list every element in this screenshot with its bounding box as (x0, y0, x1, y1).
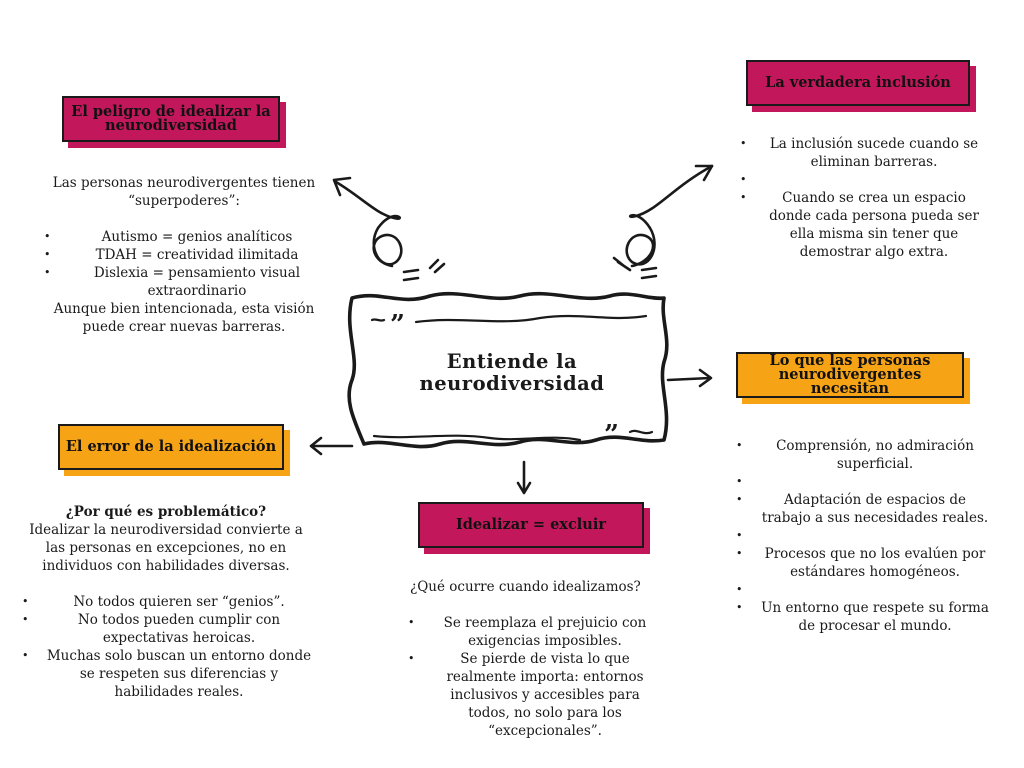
quote-open-icon: ” (390, 310, 405, 340)
list-item: Procesos que no los evalúen por estándar… (732, 545, 992, 581)
list-item: Adaptación de espacios de trabajo a sus … (732, 491, 992, 527)
inclusion-title: La verdadera inclusión (765, 76, 951, 90)
error-title-box: El error de la idealización (58, 424, 284, 470)
error-title: El error de la idealización (66, 440, 276, 454)
error-text: ¿Por qué es problemático? Idealizar la n… (18, 503, 314, 701)
excluir-title-box: Idealizar = excluir (418, 502, 644, 548)
arrow-to-necesitan (668, 378, 710, 380)
necesitan-title: Lo que las personas neurodivergentes nec… (744, 354, 956, 396)
necesitan-list: Comprensión, no admiración superficial. … (732, 437, 992, 635)
list-item: Muchas solo buscan un entorno donde se r… (18, 647, 314, 701)
inclusion-text: La inclusión sucede cuando se eliminan b… (736, 135, 986, 261)
center-title-line-2: neurodiversidad (392, 373, 632, 395)
necesitan-text: Comprensión, no admiración superficial. … (732, 437, 992, 635)
peligro-title: El peligro de idealizar la neurodiversid… (68, 105, 274, 133)
error-list: No todos quieren ser “genios”. No todos … (18, 593, 314, 701)
list-item: Cuando se crea un espacio donde cada per… (736, 189, 986, 261)
excluir-text: ¿Qué ocurre cuando idealizamos? Se reemp… (404, 578, 660, 740)
list-item: Se pierde de vista lo que realmente impo… (404, 650, 660, 740)
inclusion-list: La inclusión sucede cuando se eliminan b… (736, 135, 986, 261)
necesitan-title-box: Lo que las personas neurodivergentes nec… (736, 352, 964, 398)
quote-close-icon: ” (604, 420, 619, 450)
list-item: No todos quieren ser “genios”. (18, 593, 314, 611)
excluir-title: Idealizar = excluir (456, 518, 606, 532)
list-item: Dislexia = pensamiento visual extraordin… (40, 264, 328, 300)
arrow-to-peligro (336, 182, 401, 266)
excluir-question: ¿Qué ocurre cuando idealizamos? (404, 578, 660, 596)
peligro-title-box: El peligro de idealizar la neurodiversid… (62, 96, 280, 142)
peligro-list: Autismo = genios analíticos TDAH = creat… (40, 228, 328, 300)
peligro-text: Las personas neurodivergentes tienen “su… (40, 174, 328, 336)
inclusion-title-box: La verdadera inclusión (746, 60, 970, 106)
arrow-to-inclusion (627, 166, 712, 266)
center-title-line-1: Entiende la (392, 351, 632, 373)
list-item: TDAH = creatividad ilimitada (40, 246, 328, 264)
list-item: La inclusión sucede cuando se eliminan b… (736, 135, 986, 171)
center-title: Entiende la neurodiversidad (392, 351, 632, 395)
peligro-outro: Aunque bien intencionada, esta visión pu… (40, 300, 328, 336)
error-body: Idealizar la neurodiversidad convierte a… (18, 521, 314, 575)
list-item: No todos pueden cumplir con expectativas… (18, 611, 314, 647)
list-item: Comprensión, no admiración superficial. (732, 437, 992, 473)
list-item: Autismo = genios analíticos (40, 228, 328, 246)
excluir-list: Se reemplaza el prejuicio con exigencias… (404, 614, 660, 740)
peligro-intro: Las personas neurodivergentes tienen “su… (40, 174, 328, 210)
list-item: Un entorno que respete su forma de proce… (732, 599, 992, 635)
error-question: ¿Por qué es problemático? (18, 503, 314, 521)
list-item: Se reemplaza el prejuicio con exigencias… (404, 614, 660, 650)
